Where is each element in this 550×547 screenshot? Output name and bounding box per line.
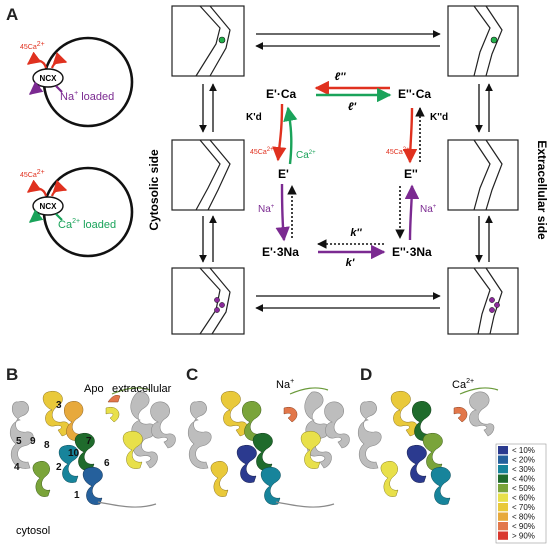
ca45-left-label: 45Ca2+: [250, 147, 274, 156]
ca-left-label: Ca2+: [296, 150, 316, 161]
helix-number: 4: [14, 462, 20, 473]
calcium-efflux-arrow: [26, 179, 48, 197]
panel-label-c: C: [186, 365, 198, 384]
structure-na-bound: [187, 387, 350, 508]
cytosolic-side-label: Cytosolic side: [147, 149, 161, 231]
vesicle-na-loaded: NCX 45Ca2+ Na+ loaded: [20, 36, 134, 128]
helix-number: 8: [44, 440, 50, 451]
extracellular-label: extracellular: [112, 383, 172, 395]
transporter-box-top-left: [171, 5, 245, 77]
helix-number: 9: [30, 436, 36, 447]
na-right-label: Na+: [420, 204, 437, 215]
helix-number: 1: [74, 490, 80, 501]
cytosol-label: cytosol: [16, 525, 50, 537]
na-left-label: Na+: [258, 204, 275, 215]
legend-swatch: [498, 484, 508, 493]
calcium-green-stem: [55, 213, 63, 221]
state-e1-ca: E'·Ca: [266, 87, 297, 101]
rate-k-double-prime: k'': [350, 227, 362, 239]
legend-label: < 30%: [512, 465, 535, 474]
panel-label-b: B: [6, 365, 18, 384]
helix-number: 6: [104, 458, 110, 469]
sodium-bead: [489, 307, 495, 313]
ca45-right-label: 45Ca2+: [386, 147, 410, 156]
legend-label: < 20%: [512, 456, 535, 465]
legend-label: < 80%: [512, 513, 535, 522]
legend-swatch: [498, 512, 508, 521]
sodium-influx-stem: [55, 85, 63, 93]
helix-number: 3: [56, 400, 62, 411]
na-binding-arrow: [275, 183, 290, 242]
sodium-bead: [214, 307, 220, 313]
helix-number-labels: 1 2 3 4 5 6 7 8 9 10: [14, 400, 110, 501]
state-e1: E': [278, 167, 289, 181]
legend-label: > 90%: [512, 532, 535, 541]
panel-label-d: D: [360, 365, 372, 384]
sodium-bead: [494, 302, 500, 308]
kd-left-label: K'd: [246, 112, 262, 123]
sodium-bead: [214, 297, 220, 303]
occupancy-legend: < 10%< 20%< 30%< 40%< 50%< 60%< 70%< 80%…: [495, 443, 547, 544]
legend-label: < 70%: [512, 503, 535, 512]
helix-number: 5: [16, 436, 22, 447]
state-e1-3na: E'·3Na: [262, 245, 299, 259]
state-e2-ca: E''·Ca: [398, 87, 431, 101]
state-e2: E'': [404, 167, 418, 181]
transporter-box-bottom-right: [447, 267, 519, 335]
helix-number: 7: [86, 436, 92, 447]
kd-right-label: K''d: [430, 112, 448, 123]
legend-label: < 90%: [512, 522, 535, 531]
legend-swatch: [498, 474, 508, 483]
ca-binding-arrow: [283, 106, 298, 165]
legend-label: < 10%: [512, 446, 535, 455]
helix-number: 10: [68, 448, 80, 459]
ca-loaded-label: Ca2+ loaded: [58, 218, 116, 231]
rate-l-double-prime: ℓ'': [335, 71, 346, 83]
na-structure-label: Na+: [276, 378, 294, 391]
ca-release-arrow-right: [402, 107, 418, 164]
rate-l-prime: ℓ': [348, 101, 357, 113]
structure-ca-bound: [357, 387, 499, 505]
calcium-influx-arrow: [50, 179, 68, 197]
legend-label: < 60%: [512, 494, 535, 503]
legend-swatch: [498, 522, 508, 531]
legend-swatch: [498, 455, 508, 464]
state-e2-3na: E''·3Na: [392, 245, 432, 259]
sodium-bead: [489, 297, 495, 303]
legend-label: < 40%: [512, 475, 535, 484]
legend-swatch: [498, 531, 508, 540]
calcium-green-efflux-arrow: [28, 209, 44, 223]
apo-label: Apo: [84, 383, 104, 395]
legend-swatch: [498, 446, 508, 455]
calcium-bead: [218, 36, 226, 44]
na-loaded-label: Na+ loaded: [60, 90, 114, 103]
helix-number: 2: [56, 462, 62, 473]
ca45-label-bottom: 45Ca2+: [20, 169, 45, 179]
sodium-bead: [219, 302, 225, 308]
calcium-bead: [490, 36, 498, 44]
legend-swatch: [498, 493, 508, 502]
legend-swatch: [498, 503, 508, 512]
na-release-arrow: [404, 184, 420, 241]
ca45-label-top: 45Ca2+: [20, 41, 45, 51]
transporter-box-top-right: [447, 5, 519, 77]
legend-swatch: [498, 465, 508, 474]
transporter-box-middle-right: [447, 139, 519, 211]
transporter-box-bottom-left: [171, 267, 245, 335]
ncx-label: NCX: [40, 74, 58, 83]
rate-k-prime: k': [346, 257, 355, 269]
ncx-label: NCX: [40, 202, 58, 211]
vesicle-ca-loaded: NCX 45Ca2+ Ca2+ loaded: [20, 166, 134, 258]
ca-release-arrow: [272, 103, 287, 162]
legend-label: < 50%: [512, 484, 535, 493]
calcium-efflux-arrow: [26, 51, 48, 69]
calcium-influx-arrow: [50, 51, 68, 69]
structure-apo: [9, 387, 176, 508]
transporter-box-middle-left: [171, 139, 245, 211]
panel-label-a: A: [6, 5, 18, 24]
sodium-efflux-arrow: [28, 81, 44, 95]
ca-structure-label: Ca2+: [452, 378, 474, 391]
extracellular-side-label: Extracellular side: [535, 140, 549, 240]
